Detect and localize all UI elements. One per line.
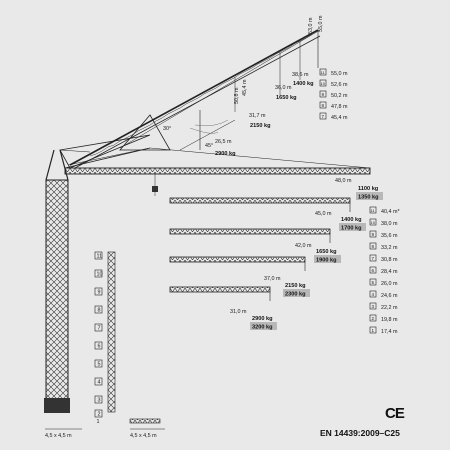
lower-load-hl-2: 1900 kg — [316, 258, 337, 264]
lower-height-10: 38,0 m — [381, 221, 398, 227]
lower-height-index-2: 2 — [372, 316, 375, 321]
luffed-base-radius: 26,5 m — [215, 139, 232, 145]
luffed-height-3: 50,2 m — [331, 93, 348, 99]
lower-top-load: 1100 kg — [358, 186, 379, 192]
lower-height-1: 17,4 m — [381, 329, 398, 335]
lower-load-hl-1: 1700 kg — [341, 226, 362, 232]
lower-load-1: 1400 kg — [341, 217, 362, 223]
lower-height-index-8: 8 — [372, 244, 375, 249]
lower-height-8: 33,2 m — [381, 245, 398, 251]
lower-height-index-4: 4 — [372, 292, 375, 297]
boom-length-4: 45,4 m — [242, 79, 248, 96]
lower-height-index-6: 6 — [372, 268, 375, 273]
luffed-height-2: 52,6 m — [331, 82, 348, 88]
lower-labels: 48,0 m 1100 kg 1350 kg 45,0 m 1400 kg 17… — [230, 178, 400, 335]
bases: 4,5 x 4,5 m 4,5 x 4,5 m — [45, 418, 165, 439]
luffed-radius-1: 38,6 m — [292, 72, 309, 78]
mast-section-11: 11 — [97, 254, 103, 260]
lower-radius-4: 31,0 m — [230, 309, 247, 315]
lower-radius-3: 37,0 m — [264, 276, 281, 282]
mast-section-7: 7 — [98, 326, 101, 332]
luffed-height-index-1: 11 — [321, 70, 326, 75]
lower-radius-1: 45,0 m — [315, 211, 332, 217]
lower-height-index-9: 9 — [372, 232, 375, 237]
luffed-height-index-5: 7 — [322, 114, 325, 119]
lower-height-6: 28,4 m — [381, 269, 398, 275]
mast-section-2: 2 — [98, 412, 101, 418]
luffed-labels: 53,0 m 55,0 m 50,8 m 45,4 m 38,6 m 1400 … — [163, 15, 348, 157]
lower-height-index-1: 1 — [372, 328, 375, 333]
luffed-height-5: 45,4 m — [331, 115, 348, 121]
luffed-jib — [69, 29, 321, 169]
ce-mark: CE — [385, 405, 405, 422]
counter-jib-support — [59, 134, 151, 169]
lower-load-2: 1650 kg — [316, 249, 337, 255]
base-size-right: 4,5 x 4,5 m — [130, 433, 157, 439]
lower-height-index-3: 3 — [372, 304, 375, 309]
mast-section-1: 1 — [97, 419, 100, 425]
lower-height-index-11: 11 — [371, 208, 376, 213]
lower-height-9: 35,6 m — [381, 233, 398, 239]
mast-section-3: 3 — [98, 398, 101, 404]
lower-load-3: 2150 kg — [285, 283, 306, 289]
luffed-height-index-3: 9 — [322, 92, 325, 97]
luffed-height-1: 55,0 m — [331, 71, 348, 77]
lower-radius-2: 42,0 m — [295, 243, 312, 249]
lower-height-3: 22,2 m — [381, 305, 398, 311]
standard-label: EN 14439:2009–C25 — [320, 428, 400, 438]
lower-top-load-hl: 1350 kg — [358, 195, 379, 201]
base-size-left: 4,5 x 4,5 m — [45, 433, 72, 439]
boom-length-1: 53,0 m — [308, 17, 314, 34]
luffed-radius-3: 31,7 m — [249, 113, 266, 119]
luffed-height-index-4: 8 — [322, 103, 325, 108]
lower-height-table: 11 10 9 8 7 6 5 4 3 2 1 40,4 m* 38,0 m 3… — [369, 206, 400, 335]
lower-top-radius: 48,0 m — [335, 178, 352, 184]
lower-load-4: 2900 kg — [252, 316, 273, 322]
mast-section-4: 4 — [98, 380, 101, 386]
mast-section-8: 8 — [98, 308, 101, 314]
lower-height-4: 24,6 m — [381, 293, 398, 299]
mast-section-10: 10 — [97, 272, 103, 278]
lower-height-11: 40,4 m* — [381, 209, 400, 215]
luffed-radius-2: 36,0 m — [275, 85, 292, 91]
angle-mid: 45° — [205, 143, 213, 149]
reduced-jib-drawings — [169, 197, 351, 301]
boom-length-3: 50,8 m — [234, 87, 240, 104]
tower-mast — [44, 149, 70, 413]
lower-height-index-7: 7 — [372, 256, 375, 261]
boom-length-2: 55,0 m — [318, 15, 324, 32]
main-jib — [64, 147, 371, 196]
angle-top: 30° — [163, 126, 171, 132]
luffed-height-index-2: 10 — [321, 81, 326, 86]
luffed-height-4: 47,8 m — [331, 104, 348, 110]
lower-height-7: 30,8 m — [381, 257, 398, 263]
luffed-base-load: 2900 kg — [215, 151, 236, 157]
luffed-height-table: 11 10 9 8 7 55,0 m 52,6 m 50,2 m 47,8 m … — [319, 68, 348, 121]
lower-load-hl-4: 3200 kg — [252, 325, 273, 331]
mast-section-markers: 11 10 9 8 7 6 5 4 3 2 1 — [94, 251, 116, 425]
mast-section-6: 6 — [98, 344, 101, 350]
lower-height-5: 26,0 m — [381, 281, 398, 287]
lower-height-2: 19,8 m — [381, 317, 398, 323]
lower-load-hl-3: 2300 kg — [285, 292, 306, 298]
luffed-load-2: 1650 kg — [276, 95, 297, 101]
luffed-load-1: 1400 kg — [293, 81, 314, 87]
lower-height-index-5: 5 — [372, 280, 375, 285]
mast-section-5: 5 — [98, 362, 101, 368]
luffed-load-3: 2150 kg — [250, 123, 271, 129]
mast-section-9: 9 — [98, 290, 101, 296]
lower-height-index-10: 10 — [371, 220, 376, 225]
